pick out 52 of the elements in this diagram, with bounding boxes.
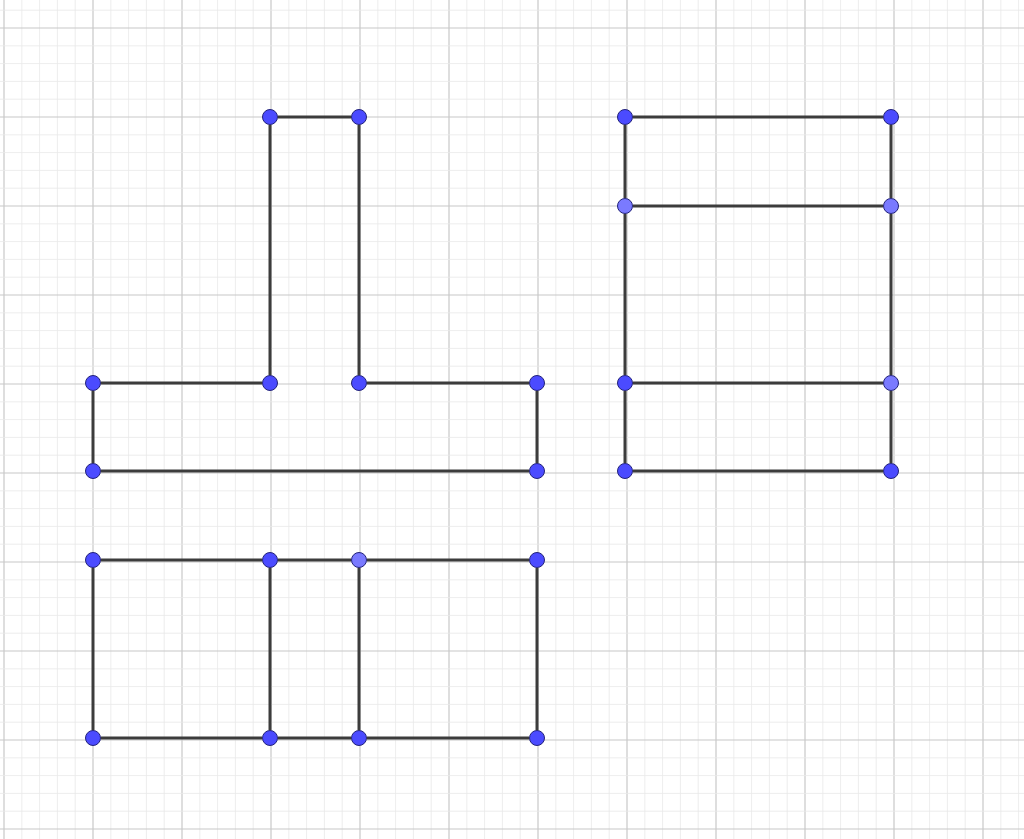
point-marker — [883, 375, 899, 391]
point-marker — [617, 198, 633, 214]
point-marker — [351, 109, 367, 125]
point-marker — [883, 198, 899, 214]
line-segment — [268, 568, 272, 730]
point-marker — [85, 375, 101, 391]
line-segment — [633, 115, 883, 119]
line-segment — [367, 736, 529, 740]
line-segment — [268, 125, 272, 375]
point-marker — [529, 552, 545, 568]
point-marker — [262, 109, 278, 125]
point-marker — [883, 109, 899, 125]
line-segment — [889, 125, 893, 198]
line-segment — [101, 736, 262, 740]
point-marker — [351, 375, 367, 391]
point-marker — [85, 463, 101, 479]
point-marker — [262, 730, 278, 746]
line-segment — [278, 558, 351, 562]
line-segment — [278, 115, 351, 119]
line-segment — [889, 391, 893, 463]
line-segment — [91, 568, 95, 730]
point-marker — [529, 730, 545, 746]
point-marker — [529, 463, 545, 479]
line-segment — [535, 568, 539, 730]
line-segment — [889, 214, 893, 375]
line-segment — [367, 381, 529, 385]
point-marker — [617, 375, 633, 391]
line-segment — [633, 381, 883, 385]
line-segment — [101, 381, 262, 385]
point-marker — [262, 375, 278, 391]
point-marker — [351, 730, 367, 746]
point-marker — [351, 552, 367, 568]
point-marker — [617, 463, 633, 479]
line-segment — [633, 204, 883, 208]
line-segment — [623, 125, 627, 198]
point-marker — [529, 375, 545, 391]
point-marker — [262, 552, 278, 568]
point-marker — [617, 109, 633, 125]
line-segment — [91, 391, 95, 463]
line-segment — [101, 469, 529, 473]
point-marker — [85, 552, 101, 568]
line-segment — [101, 558, 262, 562]
line-segment — [535, 391, 539, 463]
line-segment — [367, 558, 529, 562]
line-segment — [357, 125, 361, 375]
line-segment — [357, 568, 361, 730]
point-marker — [883, 463, 899, 479]
point-marker — [85, 730, 101, 746]
line-segment — [623, 391, 627, 463]
line-segment — [278, 736, 351, 740]
line-segment — [633, 469, 883, 473]
line-segment — [623, 214, 627, 375]
